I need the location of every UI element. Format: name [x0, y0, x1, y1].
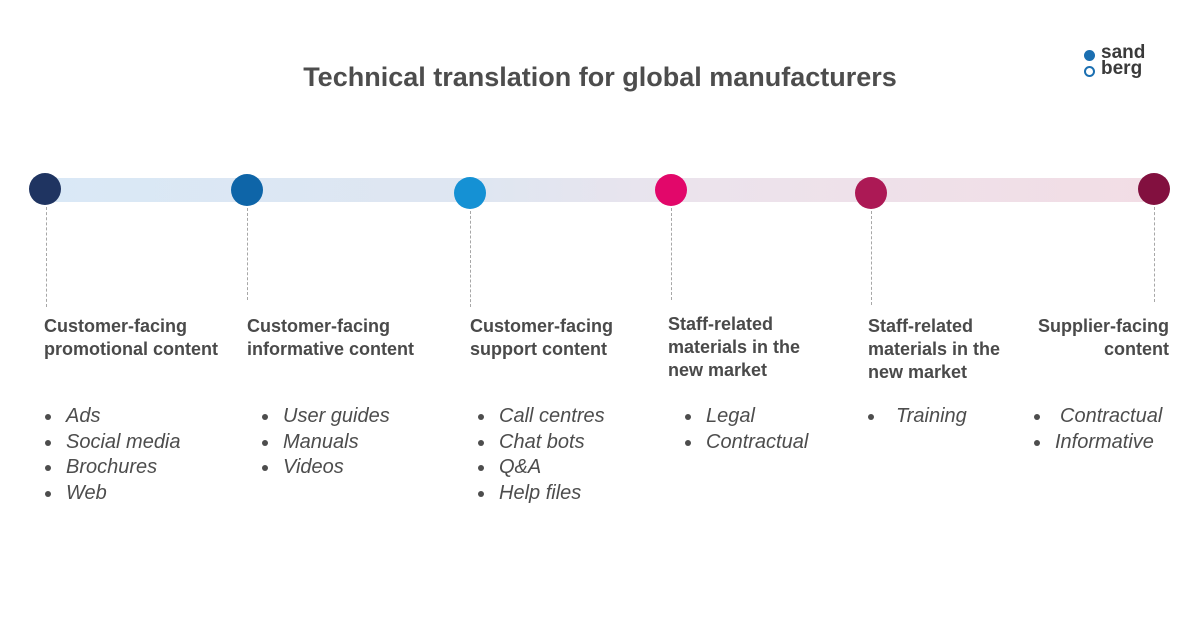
timeline-node-4: [655, 174, 687, 206]
stage-heading-5: Staff-related materials in the new marke…: [868, 316, 1001, 382]
timeline-connector-5: [871, 211, 872, 305]
list-item: Informative: [1033, 430, 1162, 456]
timeline-connector-4: [671, 208, 672, 300]
list-item: Contractual: [1033, 404, 1162, 430]
timeline-node-5: [855, 177, 887, 209]
list-item: Help files: [477, 481, 605, 507]
stage-list-2: User guides Manuals Videos: [261, 404, 390, 481]
stage-list-4: Legal Contractual: [684, 404, 808, 455]
timeline-node-6: [1138, 173, 1170, 205]
stage-heading-2: Customer-facing informative content: [247, 316, 415, 359]
timeline-node-3: [454, 177, 486, 209]
list-item: Social media: [44, 430, 181, 456]
timeline-track: [42, 178, 1154, 202]
list-item: Videos: [261, 455, 390, 481]
logo-dot-filled-icon: [1084, 50, 1095, 61]
timeline-connector-6: [1154, 207, 1155, 302]
logo-dot-ring-icon: [1084, 66, 1095, 77]
stage-list-6: Contractual Informative: [1033, 404, 1162, 455]
list-item: Training: [867, 404, 967, 430]
list-item: User guides: [261, 404, 390, 430]
list-item: Brochures: [44, 455, 181, 481]
list-item: Web: [44, 481, 181, 507]
stage-list-5: Training: [867, 404, 967, 430]
page-title: Technical translation for global manufac…: [303, 62, 897, 92]
timeline-connector-1: [46, 207, 47, 307]
logo-word-top: sand: [1101, 42, 1146, 63]
stage-heading-4: Staff-related materials in the new marke…: [668, 314, 801, 380]
list-item: Legal: [684, 404, 808, 430]
list-item: Contractual: [684, 430, 808, 456]
timeline-node-1: [29, 173, 61, 205]
list-item: Ads: [44, 404, 181, 430]
stage-list-1: Ads Social media Brochures Web: [44, 404, 181, 507]
list-item: Call centres: [477, 404, 605, 430]
list-item: Chat bots: [477, 430, 605, 456]
timeline-connector-3: [470, 211, 471, 307]
list-item: Q&A: [477, 455, 605, 481]
logo-word-bottom: berg: [1101, 58, 1143, 79]
stage-heading-1: Customer-facing promotional content: [44, 316, 218, 359]
timeline-node-2: [231, 174, 263, 206]
stage-heading-6: Supplier-facing content: [1037, 316, 1169, 359]
timeline-connector-2: [247, 208, 248, 300]
stage-heading-3: Customer-facing support content: [470, 316, 614, 359]
list-item: Manuals: [261, 430, 390, 456]
stage-list-3: Call centres Chat bots Q&A Help files: [477, 404, 605, 507]
sandberg-logo: sand berg: [1084, 42, 1174, 84]
